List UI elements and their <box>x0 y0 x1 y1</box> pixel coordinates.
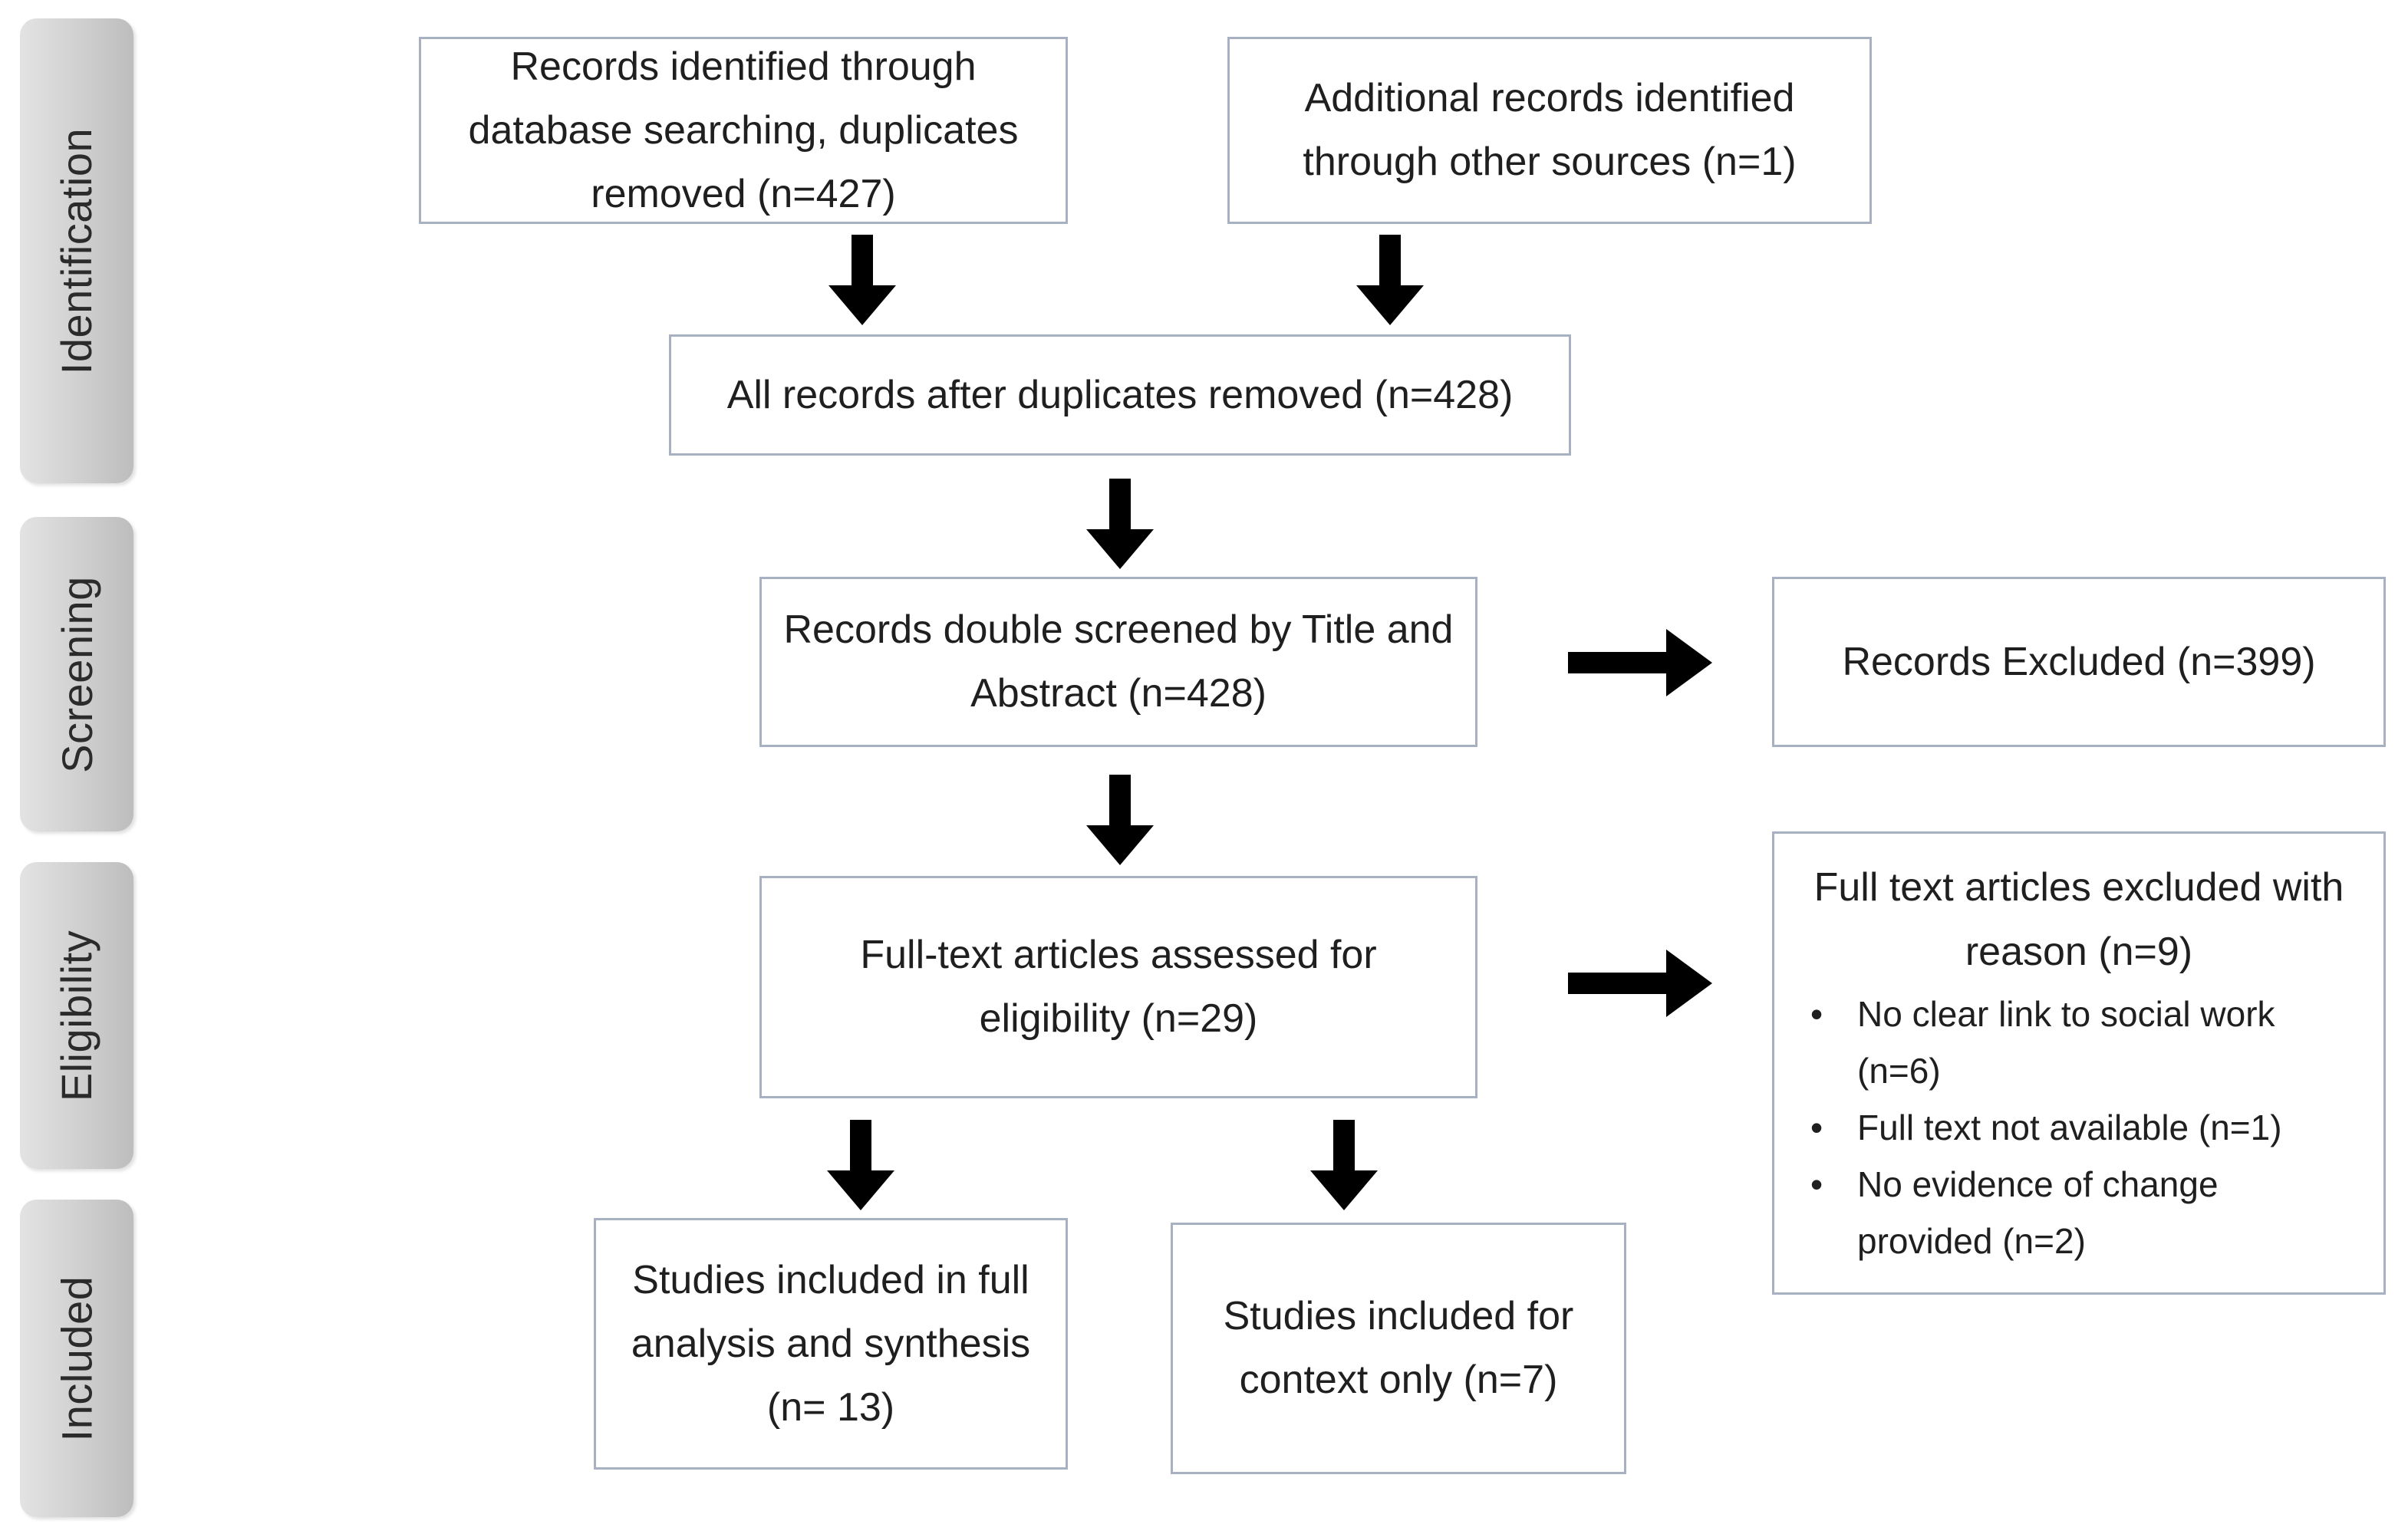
phase-included-label: Included <box>52 1276 101 1441</box>
phase-eligibility-label: Eligibility <box>52 930 101 1101</box>
exclusion-reason-item: • No evidence of change provided (n=2) <box>1805 1156 2353 1269</box>
phase-eligibility: Eligibility <box>20 862 133 1169</box>
arrow-down-database <box>828 235 896 325</box>
bullet-marker: • <box>1810 1164 1823 1204</box>
exclusion-reasons-title: Full text articles excluded with reason … <box>1813 865 2344 974</box>
exclusion-reason-item: • Full text not available (n=1) <box>1805 1099 2353 1156</box>
other-sources-text: Additional records identified through ot… <box>1303 76 1797 184</box>
arrow-right-to-exclusion-reasons <box>1568 950 1712 1017</box>
exclusion-reason-text: Full text not available (n=1) <box>1857 1108 2282 1147</box>
arrow-down-to-screening <box>1086 479 1154 569</box>
arrow-down-to-eligibility <box>1086 775 1154 865</box>
screened-text: Records double screened by Title and Abs… <box>783 607 1454 716</box>
included-context-box: Studies included for context only (n=7) <box>1171 1223 1626 1474</box>
bullet-marker: • <box>1810 1108 1823 1147</box>
included-full-analysis-box: Studies included in full analysis and sy… <box>594 1218 1068 1470</box>
phase-screening-label: Screening <box>52 575 101 773</box>
full-text-assessed-text: Full-text articles assessed for eligibil… <box>860 933 1377 1041</box>
database-records-text: Records identified through database sear… <box>468 44 1019 216</box>
exclusion-reasons-box: Full text articles excluded with reason … <box>1772 831 2386 1295</box>
arrow-down-other-sources <box>1356 235 1424 325</box>
included-context-text: Studies included for context only (n=7) <box>1223 1294 1574 1402</box>
arrow-down-to-included-context <box>1310 1120 1378 1210</box>
after-duplicates-text: All records after duplicates removed (n=… <box>726 372 1514 417</box>
exclusion-reason-text: No clear link to social work (n=6) <box>1857 994 2275 1091</box>
after-duplicates-box: All records after duplicates removed (n=… <box>669 334 1571 456</box>
bullet-marker: • <box>1810 994 1823 1034</box>
screened-box: Records double screened by Title and Abs… <box>759 577 1477 747</box>
records-excluded-text: Records Excluded (n=399) <box>1842 639 2316 684</box>
exclusion-reason-item: • No clear link to social work (n=6) <box>1805 986 2353 1099</box>
phase-identification-label: Identification <box>52 127 101 374</box>
other-sources-box: Additional records identified through ot… <box>1227 37 1872 224</box>
database-records-box: Records identified through database sear… <box>419 37 1068 224</box>
exclusion-reasons-list: • No clear link to social work (n=6) • F… <box>1805 986 2353 1269</box>
full-text-assessed-box: Full-text articles assessed for eligibil… <box>759 876 1477 1098</box>
arrow-right-to-excluded <box>1568 629 1712 696</box>
arrow-down-to-included-full <box>827 1120 894 1210</box>
phase-identification: Identification <box>20 18 133 483</box>
phase-included: Included <box>20 1200 133 1517</box>
phase-screening: Screening <box>20 517 133 831</box>
included-full-analysis-text: Studies included in full analysis and sy… <box>631 1257 1031 1430</box>
exclusion-reason-text: No evidence of change provided (n=2) <box>1857 1164 2219 1261</box>
records-excluded-box: Records Excluded (n=399) <box>1772 577 2386 747</box>
